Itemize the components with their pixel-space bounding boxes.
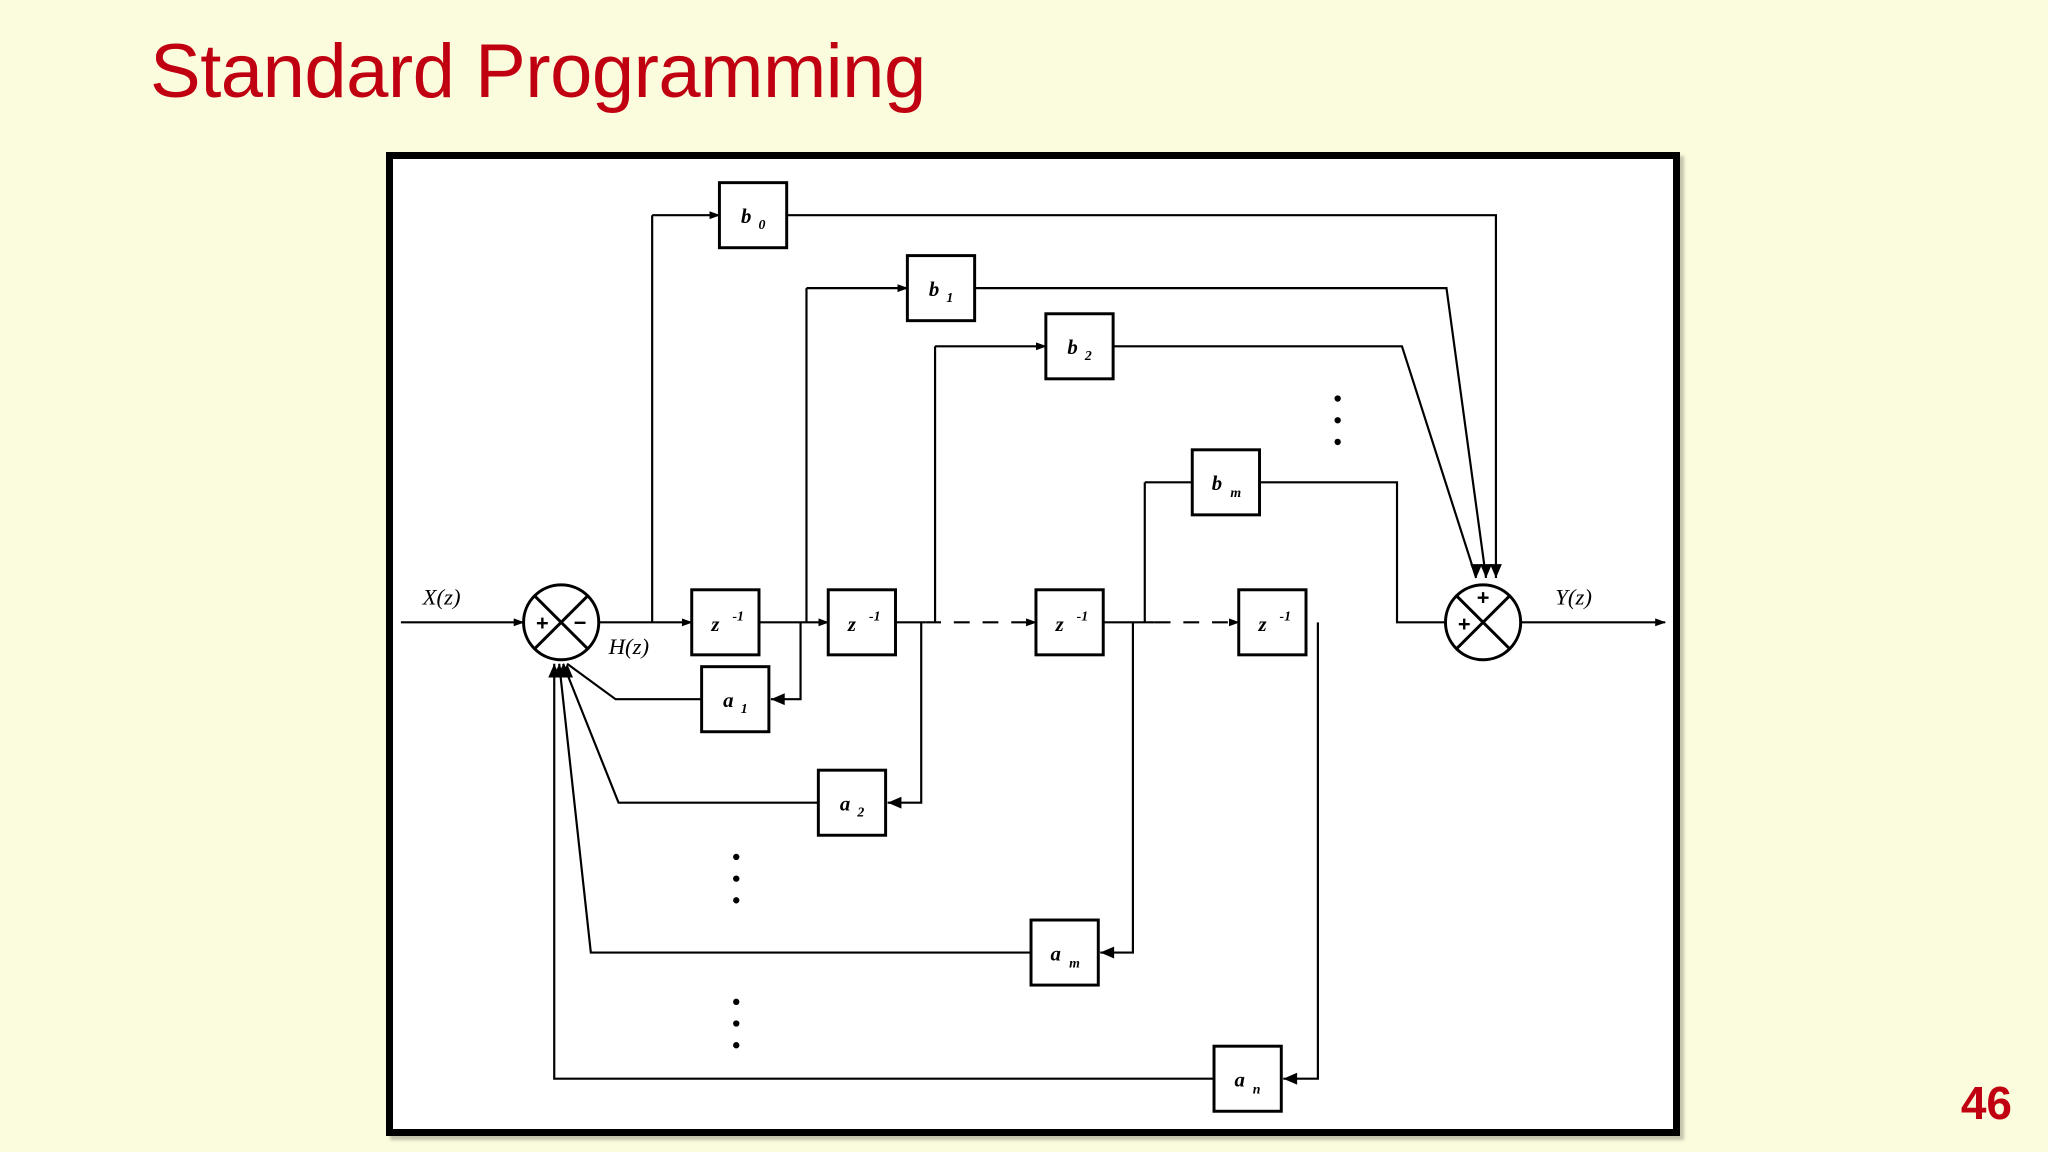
output-summer-plus-sign-left: + — [1458, 611, 1471, 636]
coefficient-block-bm: b m — [1190, 448, 1262, 517]
coefficient-block-b1-label: b — [929, 279, 939, 301]
delay-block-2-label: z — [847, 614, 856, 636]
delay-block-4-exponent: -1 — [1279, 608, 1291, 623]
input-summer-minus-sign: − — [574, 610, 587, 635]
input-summer-plus-sign: + — [536, 610, 549, 635]
coefficient-block-b2-label: b — [1067, 337, 1077, 359]
input-summer: + − — [522, 583, 601, 662]
coefficient-block-b0-label: b — [741, 206, 751, 228]
delay-block-3-label: z — [1055, 614, 1064, 636]
coefficient-block-an-subscript: n — [1253, 1082, 1261, 1097]
page-title: Standard Programming — [150, 29, 926, 114]
wire-delay1-down-a1 — [770, 622, 802, 701]
coefficient-block-an-label: a — [1235, 1070, 1245, 1092]
coefficient-block-an: a n — [1212, 1044, 1283, 1113]
wire-am-to-summer — [558, 663, 1032, 954]
coefficient-block-b0: b 0 — [717, 181, 789, 250]
delay-block-1: z -1 — [690, 588, 761, 657]
delay-block-4: z -1 — [1237, 588, 1308, 657]
coefficient-block-b2: b 2 — [1044, 312, 1115, 381]
coefficient-block-a2-label: a — [840, 794, 850, 816]
coefficient-block-a1: a 1 — [700, 665, 771, 734]
coefficient-block-bm-subscript: m — [1230, 485, 1241, 500]
wire-b0-to-summer — [786, 214, 1498, 578]
delay-block-3: z -1 — [1034, 588, 1105, 657]
coefficient-block-bm-label: b — [1212, 473, 1222, 495]
coefficient-block-a2-subscript: 2 — [856, 805, 864, 820]
delay-block-3-exponent: -1 — [1077, 608, 1089, 623]
coefficient-block-b0-subscript: 0 — [759, 217, 766, 232]
coefficient-block-b1: b 1 — [905, 254, 977, 323]
coefficient-block-b2-subscript: 2 — [1084, 348, 1092, 363]
page-number: 46 — [1960, 1077, 2012, 1129]
coefficient-block-a2: a 2 — [816, 768, 888, 837]
output-summer: + + — [1444, 583, 1523, 662]
wire-b1-to-summer — [974, 287, 1488, 579]
coefficient-block-am-label: a — [1051, 943, 1061, 965]
delay-block-2-exponent: -1 — [869, 608, 881, 623]
label-input-xz: X(z) — [422, 585, 461, 610]
wire-delay3-down-am — [1100, 622, 1134, 954]
wire-delay4-down-an — [1283, 622, 1319, 1080]
summer-arrowheads — [548, 564, 1502, 678]
label-internal-hz: H(z) — [608, 634, 649, 659]
output-summer-plus-sign-top: + — [1477, 585, 1490, 610]
wire-bm-to-summer — [1259, 481, 1447, 624]
delay-block-4-label: z — [1257, 614, 1266, 636]
wire-a1-to-summer — [566, 662, 702, 701]
coefficient-block-am-subscript: m — [1069, 955, 1080, 970]
wire-an-to-summer — [553, 663, 1215, 1080]
delay-block-1-exponent: -1 — [732, 608, 744, 623]
ellipsis-a-blocks-upper — [733, 853, 740, 904]
wire-a2-to-summer — [562, 663, 819, 804]
coefficient-block-b1-subscript: 1 — [946, 290, 953, 305]
delay-block-1-label: z — [710, 614, 719, 636]
figure-frame: + − + + z -1 z -1 — [386, 152, 1680, 1136]
ellipsis-a-blocks-lower — [733, 998, 740, 1049]
block-diagram: + − + + z -1 z -1 — [400, 181, 1667, 1113]
coefficient-block-a1-subscript: 1 — [741, 701, 748, 716]
coefficient-block-am: a m — [1029, 918, 1100, 987]
label-output-yz: Y(z) — [1555, 585, 1592, 610]
a-block-arrowheads — [770, 693, 1298, 1085]
delay-block-2: z -1 — [826, 588, 897, 657]
wire-b2-to-summer — [1113, 345, 1478, 579]
coefficient-block-a1-label: a — [723, 690, 733, 712]
ellipsis-b-blocks — [1334, 395, 1341, 446]
